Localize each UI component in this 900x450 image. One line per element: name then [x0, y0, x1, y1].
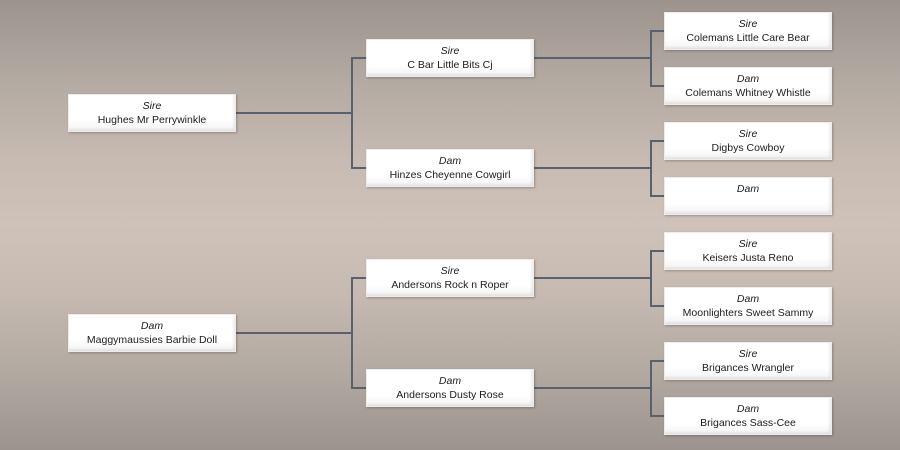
role-label: Sire: [738, 18, 758, 30]
animal-name: Hinzes Cheyenne Cowgirl: [389, 169, 511, 181]
pedigree-box-dam-sire-dam[interactable]: Dam Moonlighters Sweet Sammy: [664, 287, 832, 325]
role-label: Dam: [736, 403, 760, 415]
role-label: Dam: [736, 73, 760, 85]
animal-name: Andersons Rock n Roper: [391, 279, 509, 291]
pedigree-box-sire-sire[interactable]: Sire C Bar Little Bits Cj: [366, 39, 534, 77]
pedigree-box-dam-dam-sire[interactable]: Sire Brigances Wrangler: [664, 342, 832, 380]
pedigree-box-dam-dam[interactable]: Dam Andersons Dusty Rose: [366, 369, 534, 407]
animal-name: Digbys Cowboy: [711, 142, 785, 154]
role-label: Dam: [438, 375, 462, 387]
pedigree-box-sire-dam-sire[interactable]: Sire Digbys Cowboy: [664, 122, 832, 160]
pedigree-box-dam-dam-dam[interactable]: Dam Brigances Sass-Cee: [664, 397, 832, 435]
pedigree-box-sire-sire-dam[interactable]: Dam Colemans Whitney Whistle: [664, 67, 832, 105]
animal-name: Maggymaussies Barbie Doll: [86, 334, 218, 346]
pedigree-box-dam-sire-sire[interactable]: Sire Keisers Justa Reno: [664, 232, 832, 270]
animal-name: Colemans Little Care Bear: [686, 32, 810, 44]
role-label: Dam: [736, 183, 760, 195]
animal-name: Brigances Sass-Cee: [700, 417, 796, 429]
pedigree-box-sire-dam-dam[interactable]: Dam: [664, 177, 832, 215]
animal-name: [665, 196, 831, 210]
animal-name: C Bar Little Bits Cj: [407, 59, 493, 71]
role-label: Sire: [738, 348, 758, 360]
animal-name: Moonlighters Sweet Sammy: [682, 307, 814, 319]
pedigree-box-dam[interactable]: Dam Maggymaussies Barbie Doll: [68, 314, 236, 352]
role-label: Sire: [440, 265, 460, 277]
animal-name: Brigances Wrangler: [701, 362, 794, 374]
pedigree-box-sire-dam[interactable]: Dam Hinzes Cheyenne Cowgirl: [366, 149, 534, 187]
animal-name: Andersons Dusty Rose: [396, 389, 504, 401]
pedigree-box-dam-sire[interactable]: Sire Andersons Rock n Roper: [366, 259, 534, 297]
animal-name: Hughes Mr Perrywinkle: [97, 114, 207, 126]
role-label: Dam: [438, 155, 462, 167]
role-label: Sire: [142, 100, 162, 112]
role-label: Sire: [440, 45, 460, 57]
role-label: Sire: [738, 128, 758, 140]
pedigree-box-sire[interactable]: Sire Hughes Mr Perrywinkle: [68, 94, 236, 132]
animal-name: Keisers Justa Reno: [702, 252, 794, 264]
role-label: Sire: [738, 238, 758, 250]
pedigree-box-sire-sire-sire[interactable]: Sire Colemans Little Care Bear: [664, 12, 832, 50]
role-label: Dam: [736, 293, 760, 305]
animal-name: Colemans Whitney Whistle: [685, 87, 811, 99]
role-label: Dam: [140, 320, 164, 332]
